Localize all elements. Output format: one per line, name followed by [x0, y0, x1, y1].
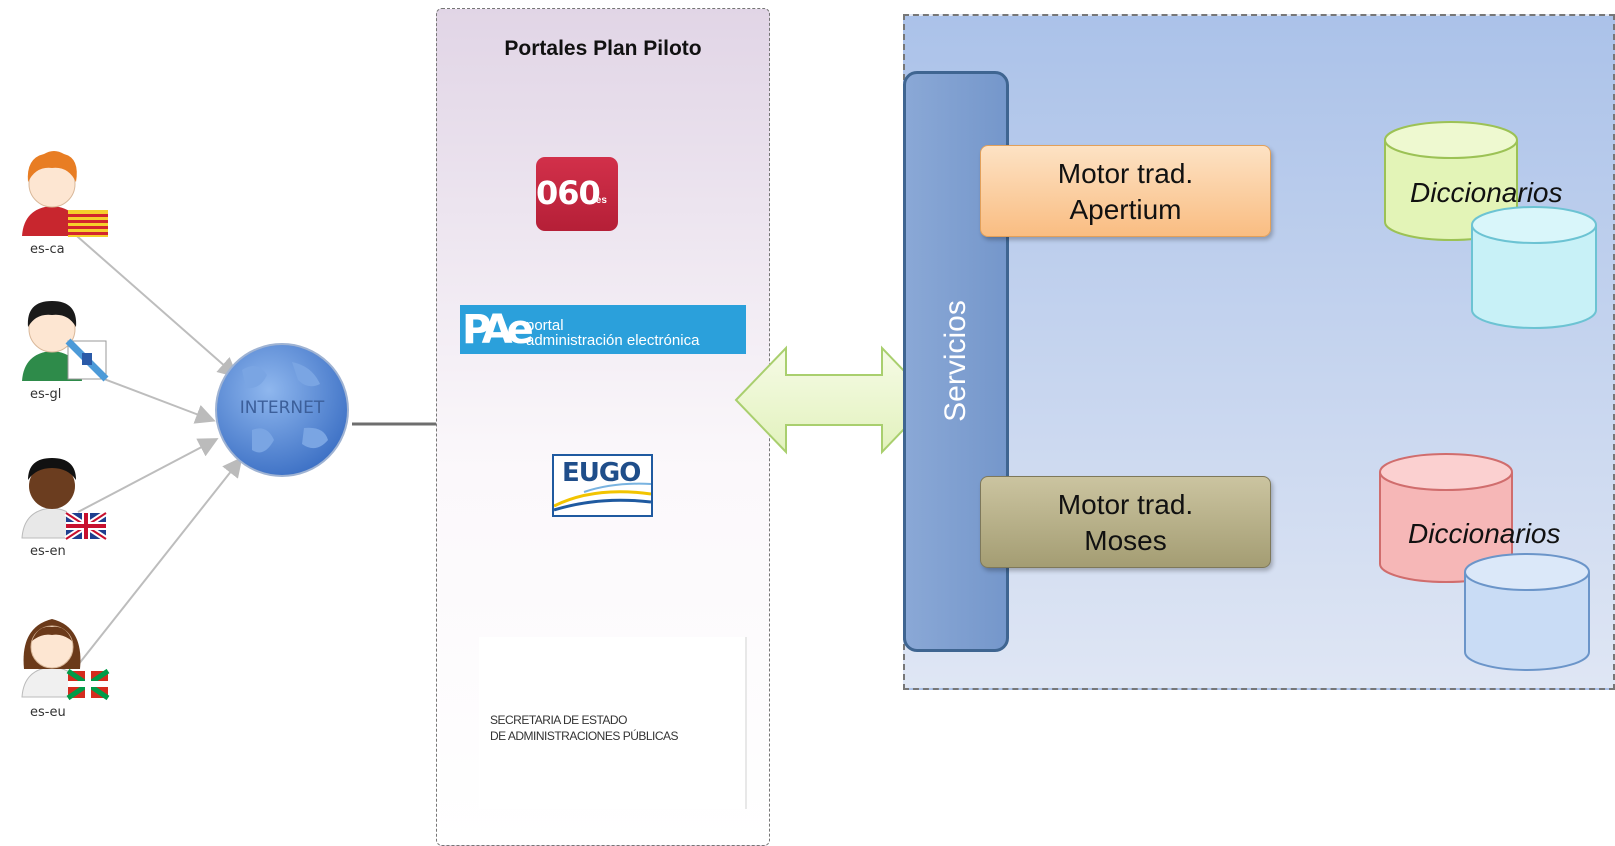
engine-apertium: Motor trad. Apertium — [980, 145, 1271, 237]
user-es-en: es-en — [10, 450, 120, 570]
user-es-eu: es-eu — [10, 609, 120, 729]
person-icon — [21, 619, 110, 701]
internet-label: INTERNET — [239, 398, 325, 418]
logo-pae[interactable]: PAe portal administración electrónica — [460, 305, 746, 354]
engine-apertium-line1: Motor trad. — [1057, 158, 1194, 189]
apertium-dictionaries-icon — [1384, 121, 1597, 329]
basque-flag-icon — [66, 668, 110, 701]
globe-icon — [215, 343, 349, 477]
logo-060-text: 060 — [536, 174, 601, 212]
engine-moses-line2: Moses — [1084, 525, 1167, 556]
logo-eugo[interactable]: EUGO — [552, 454, 653, 517]
user-label: es-gl — [30, 387, 62, 402]
database-icon — [1379, 453, 1513, 583]
engine-moses: Motor trad. Moses — [980, 476, 1271, 568]
engine-apertium-line2: Apertium — [1069, 194, 1182, 225]
dictionaries-label: Diccionarios — [1410, 177, 1563, 208]
logo-pae-line2: administración electrónica — [526, 332, 700, 349]
user-es-ca: es-ca — [10, 148, 120, 268]
dictionaries-label: Diccionarios — [1408, 518, 1561, 549]
engine-moses-line1: Motor trad. — [1057, 489, 1194, 520]
user-label: es-en — [30, 544, 66, 559]
person-icon — [21, 458, 108, 542]
portals-title: Portales Plan Piloto — [504, 37, 702, 60]
person-icon — [22, 151, 108, 237]
user-es-gl: es-gl — [10, 293, 120, 413]
logo-pae-line1: portal — [526, 317, 564, 334]
logo-060[interactable]: 060 .es — [536, 157, 618, 231]
user-label: es-eu — [30, 705, 66, 720]
uk-flag-icon — [64, 510, 108, 542]
logo-060-suffix: .es — [593, 195, 607, 206]
galicia-flag-icon — [65, 338, 109, 382]
link-es-en — [77, 438, 219, 513]
moses-dictionaries-icon — [1379, 453, 1590, 671]
logo-pae-text: PAe — [462, 307, 534, 353]
logo-seap-line2: DE ADMINISTRACIONES PÚBLICAS — [490, 729, 679, 743]
eugo-swoosh-icon — [554, 482, 651, 512]
person-icon — [22, 301, 109, 382]
user-label: es-ca — [30, 242, 65, 257]
logo-seap-line1: SECRETARIA DE ESTADO — [490, 713, 627, 727]
services-label: Servicios — [939, 300, 972, 422]
database-icon — [1471, 206, 1597, 329]
link-es-ca — [69, 229, 239, 378]
catalonia-flag-icon — [68, 210, 108, 237]
database-icon — [1464, 553, 1590, 671]
link-es-eu — [77, 456, 243, 666]
logo-seap[interactable]: SECRETARIA DE ESTADO DE ADMINISTRACIONES… — [479, 637, 747, 809]
